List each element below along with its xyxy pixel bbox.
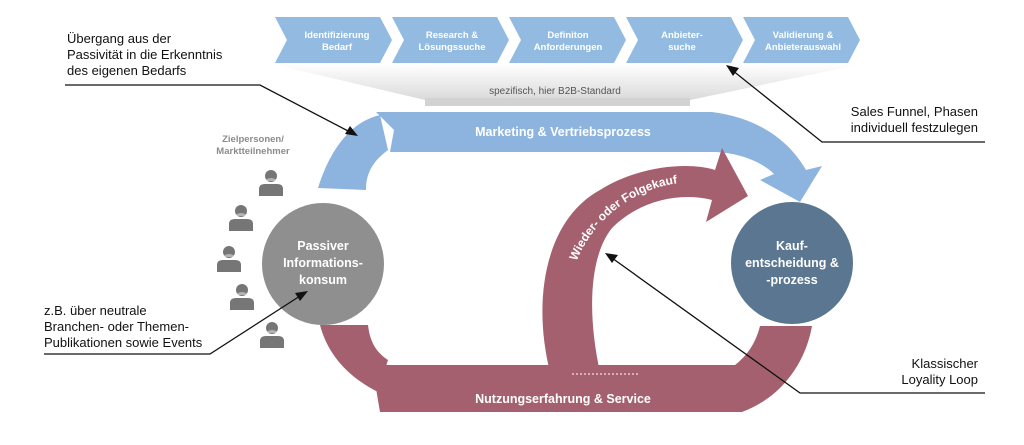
leader-top-right xyxy=(731,69,985,143)
step-label: Research & xyxy=(426,30,478,41)
target-group-label: Marktteilnehmer xyxy=(216,146,290,157)
step-label: Anbieterauswahl xyxy=(765,42,841,53)
step-label: Validierung & xyxy=(773,30,834,41)
note-bottom-right: Loyality Loop xyxy=(901,372,978,387)
leader-top-left xyxy=(65,84,351,133)
loyalty-loop-arc: Wieder- oder Folgekauf xyxy=(542,148,748,372)
arrowhead-top-left xyxy=(345,126,358,136)
step-anbietersuche xyxy=(626,17,743,63)
arrowhead-top-right xyxy=(726,65,739,76)
step-label: Definiton xyxy=(547,30,588,41)
step-label: Anforderungen xyxy=(534,42,603,53)
sales-funnel-steps: Identifizierung Bedarf Research & Lösung… xyxy=(275,17,860,63)
funnel-caption: spezifisch, hier B2B-Standard xyxy=(489,86,621,97)
funnel-shadow xyxy=(272,64,862,100)
purchase-circle: Kauf- entscheidung & -prozess xyxy=(731,202,853,324)
passive-line: Passiver xyxy=(297,239,349,253)
purchase-circle-shape xyxy=(731,202,853,324)
step-validierung xyxy=(743,17,860,63)
step-definition xyxy=(509,17,626,63)
step-label: Lösungssuche xyxy=(418,42,485,53)
purchase-line: entscheidung & xyxy=(745,256,839,270)
passive-circle: Passiver Informations- konsum xyxy=(262,203,384,325)
target-group-label: Zielpersonen/ xyxy=(222,134,284,145)
step-label: Bedarf xyxy=(322,42,353,53)
person-icon xyxy=(230,284,254,310)
person-icon xyxy=(229,205,253,231)
step-research xyxy=(392,17,509,63)
leader-bottom-right xyxy=(611,257,985,394)
leader-lines xyxy=(44,65,985,394)
loop-arc-body xyxy=(542,148,748,372)
note-bottom-right: Klassischer xyxy=(912,356,979,371)
marketing-arc-main xyxy=(376,112,822,202)
person-icon xyxy=(259,170,283,196)
purchase-line: -prozess xyxy=(766,273,817,287)
note-top-left: des eigenen Bedarfs xyxy=(67,63,187,78)
step-label: Identifizierung xyxy=(305,30,370,41)
passive-circle-shape xyxy=(262,203,384,325)
person-icon xyxy=(217,246,241,272)
note-top-right: Sales Funnel, Phasen xyxy=(851,104,978,119)
note-top-left: Passivität in die Erkenntnis xyxy=(67,47,223,62)
step-identifizierung xyxy=(275,17,392,63)
service-arc-label: Nutzungserfahrung & Service xyxy=(475,392,651,406)
marketing-arc-left-segment xyxy=(318,115,388,190)
note-top-left: Übergang aus der xyxy=(67,31,172,46)
purchase-line: Kauf- xyxy=(776,239,808,253)
note-top-right: individuell festzulegen xyxy=(851,120,978,135)
note-bottom-left: z.B. über neutrale xyxy=(44,303,147,318)
step-label: Anbieter- xyxy=(661,30,703,41)
passive-line: konsum xyxy=(299,273,347,287)
passive-line: Informations- xyxy=(283,256,363,270)
marketing-arc-label: Marketing & Vertriebsprozess xyxy=(475,125,651,139)
funnel-shadow-base xyxy=(425,98,690,106)
step-label: suche xyxy=(668,42,695,53)
note-bottom-left: Branchen- oder Themen- xyxy=(44,319,189,334)
leader-bottom-left xyxy=(44,295,301,355)
arrowhead-bottom-right xyxy=(605,253,618,263)
arrowhead-bottom-left xyxy=(295,291,308,301)
marketing-arc: Marketing & Vertriebsprozess xyxy=(318,112,822,202)
note-bottom-left: Publikationen sowie Events xyxy=(44,335,203,350)
person-icon xyxy=(260,322,284,348)
service-arc-left-segment xyxy=(320,325,388,392)
